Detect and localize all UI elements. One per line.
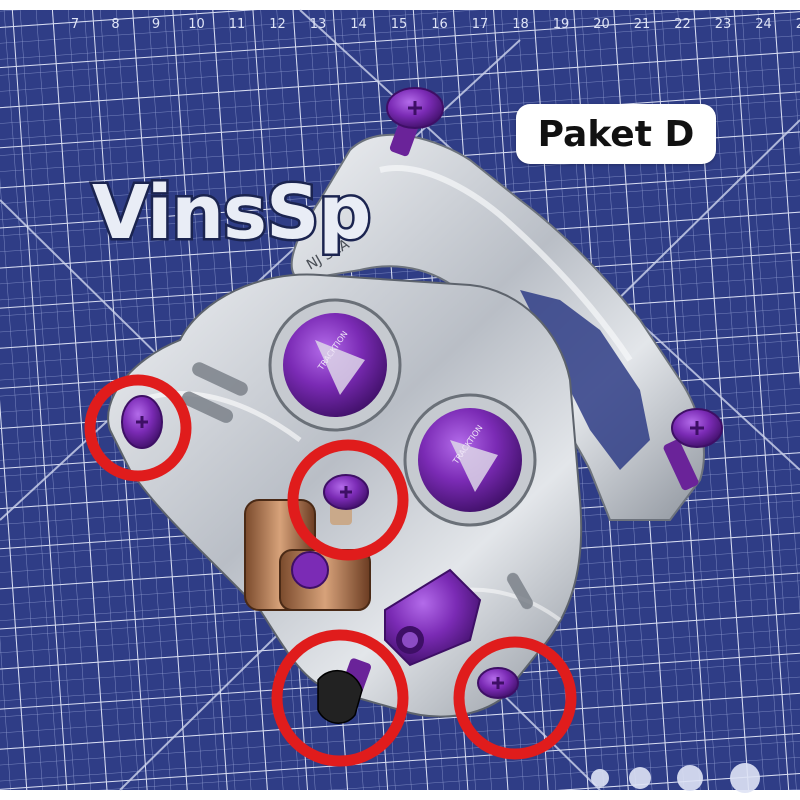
ruler-number: 8 xyxy=(111,17,119,32)
ruler-number: 10 xyxy=(188,17,205,32)
bolt-bottom-right xyxy=(477,667,519,699)
mat-circle-marks xyxy=(591,763,760,793)
ruler-number: 15 xyxy=(391,17,408,32)
ruler-scale: 7 8 9 10 11 12 13 14 15 16 17 18 19 20 21 22 23 24 25 xyxy=(71,17,800,32)
highlight-circle-bottom-bolt xyxy=(453,636,577,760)
highlight-circle-bleeder xyxy=(271,629,409,767)
ruler-number: 25 xyxy=(796,17,800,32)
ruler-number: 9 xyxy=(152,17,160,32)
highlight-circle-left-bolt xyxy=(84,374,192,482)
ruler-number: 14 xyxy=(350,17,367,32)
bolt-right xyxy=(663,408,723,491)
ruler-number: 23 xyxy=(715,17,732,32)
ruler-number: 16 xyxy=(431,17,448,32)
piston-cap-left: TRACKTION xyxy=(268,298,402,432)
watermark-logo: VinsSp xyxy=(89,168,373,259)
ruler-number: 19 xyxy=(553,17,570,32)
bolt-top xyxy=(386,87,444,157)
banjo-fitting xyxy=(384,568,482,667)
ruler-number: 12 xyxy=(269,17,286,32)
ruler-number: 11 xyxy=(229,17,246,32)
ruler-number: 7 xyxy=(71,17,79,32)
ruler-number: 13 xyxy=(310,17,327,32)
ruler-number: 17 xyxy=(472,17,489,32)
ruler-number: 21 xyxy=(634,17,651,32)
ruler-number: 20 xyxy=(593,17,610,32)
highlight-circles xyxy=(84,374,577,767)
highlight-circle-center-bolt xyxy=(287,439,409,561)
bleeder-valve xyxy=(317,658,372,724)
ruler-number: 18 xyxy=(512,17,529,32)
bolt-left xyxy=(121,395,163,449)
piston-cap-right: TRACKTION xyxy=(403,393,537,527)
package-label-badge: Paket D xyxy=(516,104,716,164)
ruler-number: 24 xyxy=(755,17,772,32)
bolt-center xyxy=(323,474,369,525)
cooling-slots xyxy=(181,362,533,610)
ruler-number: 22 xyxy=(674,17,691,32)
